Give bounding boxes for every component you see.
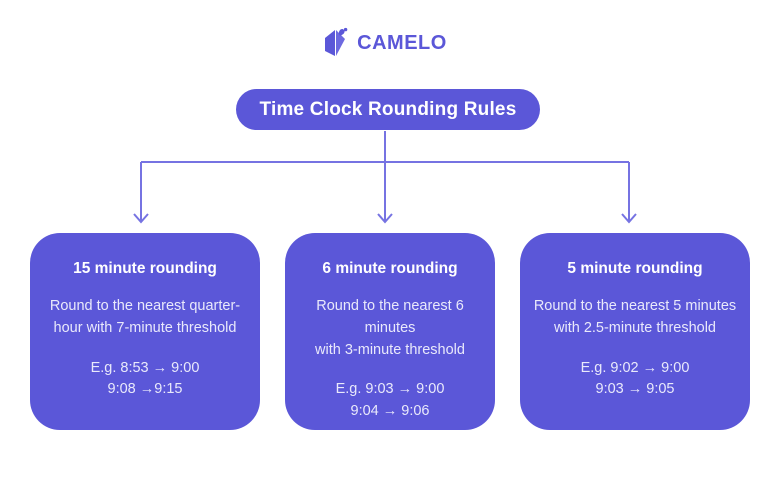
rounding-rule-cards: 15 minute rounding Round to the nearest … bbox=[30, 233, 750, 430]
card-15-minute-rounding: 15 minute rounding Round to the nearest … bbox=[30, 233, 260, 430]
card-description: Round to the nearest 6 minutes with 3-mi… bbox=[295, 296, 485, 361]
camelo-logo-icon bbox=[325, 27, 348, 56]
card-example-line: E.g. 9:03 → 9:00 bbox=[335, 381, 445, 398]
card-description-line: Round to the nearest 6 minutes bbox=[316, 298, 464, 336]
card-heading: 6 minute rounding bbox=[322, 260, 458, 277]
card-examples: E.g. 8:53 → 9:00 9:08 →9:15 bbox=[40, 358, 250, 402]
diagram-title-pill: Time Clock Rounding Rules bbox=[236, 89, 540, 130]
card-5-minute-rounding: 5 minute rounding Round to the nearest 5… bbox=[520, 233, 750, 430]
card-description: Round to the nearest quarter- hour with … bbox=[40, 296, 250, 340]
connector-arrows bbox=[133, 131, 637, 224]
arrowhead-right bbox=[621, 213, 637, 224]
card-example-line: 9:08 →9:15 bbox=[107, 381, 183, 398]
card-description-line: Round to the nearest quarter- bbox=[49, 298, 241, 314]
card-description-line: Round to the nearest 5 minutes bbox=[533, 298, 737, 314]
card-description: Round to the nearest 5 minutes with 2.5-… bbox=[530, 296, 740, 340]
card-example-line: E.g. 8:53 → 9:00 bbox=[90, 359, 200, 376]
card-description-line: hour with 7-minute threshold bbox=[53, 319, 237, 336]
card-description-line: with 2.5-minute threshold bbox=[554, 319, 716, 336]
arrowhead-left bbox=[133, 213, 149, 224]
card-examples: E.g. 9:03 → 9:00 9:04 → 9:06 bbox=[295, 379, 485, 423]
card-description-line: with 3-minute threshold bbox=[315, 341, 465, 358]
card-example-line: E.g. 9:02 → 9:00 bbox=[580, 359, 690, 376]
logo-wordmark: CAMELO bbox=[357, 31, 447, 54]
card-examples: E.g. 9:02 → 9:00 9:03 → 9:05 bbox=[530, 358, 740, 402]
arrowhead-center bbox=[377, 213, 393, 224]
card-heading: 15 minute rounding bbox=[73, 260, 217, 277]
diagram-title: Time Clock Rounding Rules bbox=[259, 98, 517, 120]
card-example-line: 9:04 → 9:06 bbox=[350, 403, 430, 419]
card-6-minute-rounding: 6 minute rounding Round to the nearest 6… bbox=[285, 233, 495, 430]
card-heading: 5 minute rounding bbox=[567, 260, 703, 277]
camelo-logo: CAMELO bbox=[0, 27, 770, 59]
card-example-line: 9:03 → 9:05 bbox=[595, 381, 675, 398]
